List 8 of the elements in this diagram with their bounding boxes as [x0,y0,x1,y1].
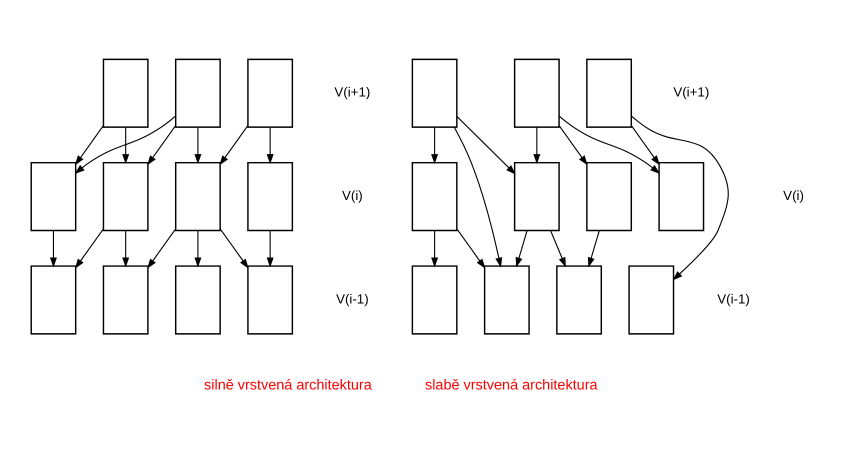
label: V(i) [782,188,804,204]
label: silně vrstvená architektura [204,377,372,394]
label: V(i-1) [716,291,750,306]
label: V(i+1) [672,84,709,100]
label: slabě vrstvená architektura [424,377,598,394]
label: V(i-1) [336,291,368,306]
label: V(i+1) [334,84,370,100]
label: V(i) [342,188,362,204]
